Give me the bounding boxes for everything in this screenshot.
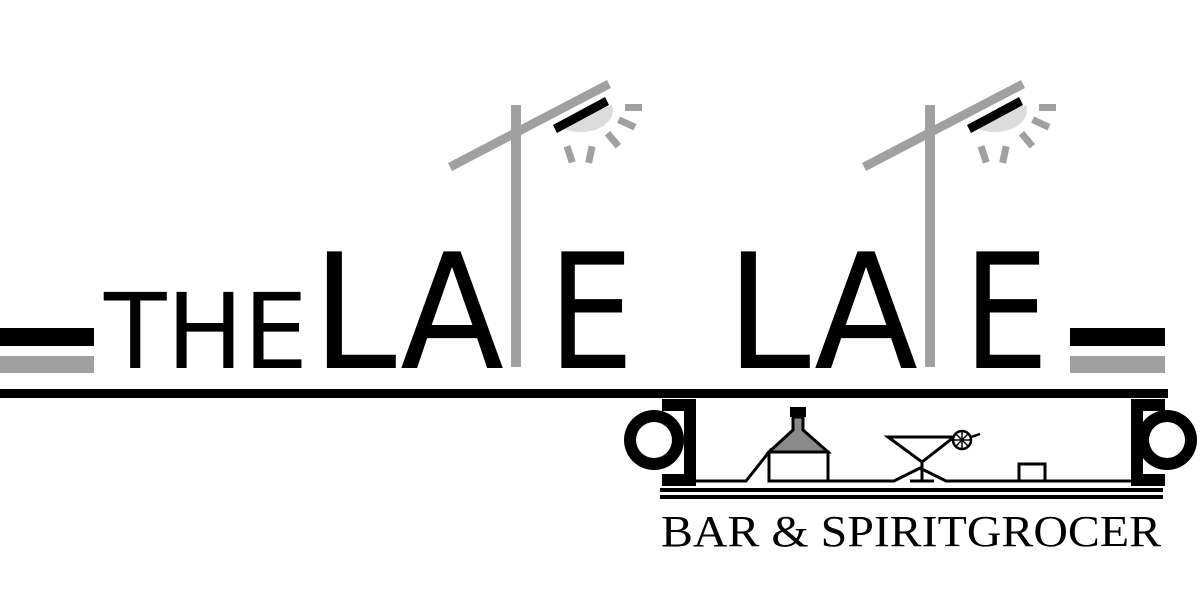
lime-slice-icon	[951, 429, 981, 451]
tagline: BAR & SPIRITGROCER	[661, 507, 1162, 556]
left-stripes	[0, 328, 94, 373]
wine-bottle-icon	[765, 407, 832, 483]
shot-glass-icon	[1017, 462, 1047, 483]
street-lamp-icon	[862, 80, 1056, 367]
wordmark-e-second: E	[963, 219, 1049, 406]
cup-handle-icon	[1137, 410, 1197, 470]
bar-shelf-illustration	[624, 399, 1197, 499]
street-lamp-icon	[448, 80, 642, 367]
cocktail-glass-icon	[883, 435, 959, 483]
right-stripes	[1070, 328, 1165, 373]
wordmark-la-first: LA	[312, 219, 504, 406]
wordmark-e-first: E	[548, 219, 634, 406]
baseline-bar	[0, 389, 1168, 398]
cup-handle-icon	[624, 410, 684, 470]
wordmark-la-second: LA	[726, 219, 918, 406]
wordmark-the: THE	[103, 271, 308, 393]
